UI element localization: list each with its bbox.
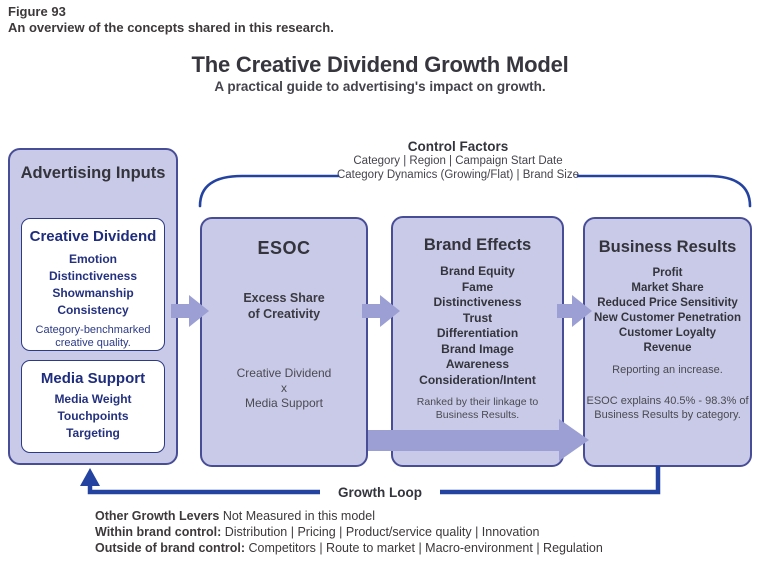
growth-loop-line-left: [87, 483, 320, 495]
media-support-box: Media Support Media Weight Touchpoints T…: [21, 360, 165, 453]
business-results-title: Business Results: [598, 238, 737, 256]
list-item: Distinctiveness: [433, 295, 522, 309]
list-item: Market Share: [631, 282, 704, 294]
advertising-inputs-title: Advertising Inputs: [20, 164, 166, 182]
list-item: Distinctiveness: [48, 269, 138, 283]
creative-dividend-items: Emotion Distinctiveness Showmanship Cons…: [22, 251, 164, 319]
brand-effects-note: Ranked by their linkage to Business Resu…: [416, 396, 539, 421]
media-support-items: Media Weight Touchpoints Targeting: [22, 391, 164, 442]
growth-loop-arrowhead-icon: [80, 468, 100, 486]
business-results-stat: ESOC explains 40.5% - 98.3% of Business …: [586, 395, 749, 421]
list-item: Fame: [461, 279, 494, 294]
other-growth-levers: Other Growth Levers Not Measured in this…: [95, 508, 715, 556]
control-factors-line: Category | Region | Campaign Start Date: [353, 155, 563, 167]
growth-loop-label: Growth Loop: [338, 485, 422, 500]
business-results-box: [583, 217, 752, 467]
list-item: Emotion: [69, 252, 117, 266]
list-item: Revenue: [643, 342, 692, 354]
levers-line: Other Growth Levers Not Measured in this…: [95, 508, 715, 524]
list-item: Reduced Price Sensitivity: [597, 297, 738, 309]
creative-dividend-title: Creative Dividend: [29, 228, 157, 245]
levers-line: Outside of brand control: Competitors | …: [95, 540, 715, 556]
levers-line-label: Outside of brand control:: [95, 541, 245, 555]
levers-line-text: Distribution | Pricing | Product/service…: [221, 525, 540, 539]
esoc-formula: Creative Dividend x Media Support: [236, 366, 332, 410]
list-item: Showmanship: [52, 286, 134, 300]
list-item: Consideration/Intent: [419, 372, 536, 387]
control-factors-brace-left: [198, 174, 340, 208]
list-item: Brand Image: [441, 341, 514, 356]
growth-loop-line-right: [440, 466, 661, 495]
esoc-box: [200, 217, 368, 467]
list-item: Targeting: [66, 426, 120, 440]
list-item: Customer Loyalty: [618, 327, 717, 339]
list-item: Differentiation: [436, 326, 519, 340]
list-item: Awareness: [445, 357, 510, 371]
diagram-title: The Creative Dividend Growth Model: [191, 52, 569, 77]
list-item: Trust: [462, 310, 493, 325]
list-item: Touchpoints: [57, 409, 129, 423]
figure-caption: An overview of the concepts shared in th…: [8, 20, 334, 35]
media-support-title: Media Support: [40, 370, 146, 387]
brand-effects-items: Brand Equity Fame Distinctiveness Trust …: [391, 264, 564, 388]
list-item: Profit: [652, 267, 683, 279]
list-item: Media Weight: [54, 392, 132, 406]
diagram-subtitle: A practical guide to advertising's impac…: [214, 79, 546, 94]
list-item: New Customer Penetration: [594, 312, 741, 324]
control-factors-heading: Control Factors: [407, 139, 509, 154]
list-item: Consistency: [57, 303, 129, 317]
esoc-definition: Excess Share of Creativity: [243, 291, 325, 321]
creative-dividend-box: Creative Dividend Emotion Distinctivenes…: [21, 218, 165, 351]
list-item: Brand Equity: [440, 264, 515, 278]
business-results-note: Reporting an increase.: [612, 364, 723, 376]
levers-line-label: Other Growth Levers: [95, 509, 220, 523]
brand-effects-title: Brand Effects: [423, 236, 532, 254]
creative-dividend-note: Category-benchmarked creative quality.: [35, 324, 151, 349]
esoc-title: ESOC: [257, 238, 311, 258]
levers-line: Within brand control: Distribution | Pri…: [95, 524, 715, 540]
figure-label: Figure 93: [8, 4, 66, 19]
control-factors-brace-right: [576, 174, 752, 208]
levers-line-label: Within brand control:: [95, 525, 222, 539]
levers-line-text: Not Measured in this model: [219, 509, 375, 523]
control-factors-block: Control Factors Category | Region | Camp…: [325, 139, 591, 182]
control-factors-line: Category Dynamics (Growing/Flat) | Brand…: [336, 169, 579, 181]
business-results-items: Profit Market Share Reduced Price Sensit…: [583, 266, 752, 356]
levers-line-text: Competitors | Route to market | Macro-en…: [245, 541, 603, 555]
